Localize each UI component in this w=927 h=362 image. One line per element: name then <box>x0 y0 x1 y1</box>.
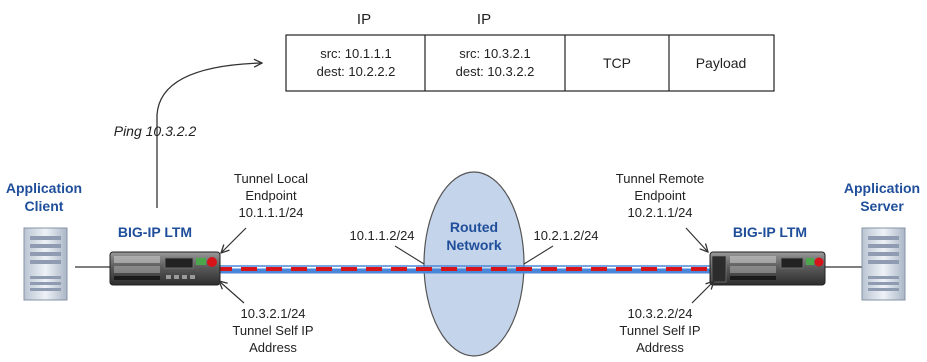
left-big-ip-appliance-icon <box>109 251 221 286</box>
right-ltm-label: BIG-IP LTM <box>733 224 807 240</box>
ping-label: Ping 10.3.2.2 <box>114 123 197 139</box>
right-self-ip-arrow <box>691 281 714 304</box>
left-interface-label: 10.1.1.2/24 <box>349 228 414 243</box>
left-self-ip-arrow <box>219 281 245 304</box>
routed-network-label-1: Routed <box>450 219 498 235</box>
left-self-ip-label-3: Address <box>249 340 297 355</box>
tunnel-remote-label-3: 10.2.1.1/24 <box>627 205 692 220</box>
ip-header-label-inner: IP <box>477 11 491 28</box>
left-interface-leader <box>394 245 425 265</box>
right-interface-label: 10.2.1.2/24 <box>533 228 598 243</box>
right-interface-leader <box>523 245 554 265</box>
right-self-ip-label-3: Address <box>636 340 684 355</box>
tcp-cell: TCP <box>603 55 631 71</box>
left-self-ip-label-2: Tunnel Self IP <box>232 323 313 338</box>
right-big-ip-appliance-icon <box>709 251 826 286</box>
packet-header-table: IP IP src: 10.1.1.1 dest: 10.2.2.2 src: … <box>285 11 775 92</box>
tunnel-local-label-1: Tunnel Local <box>234 171 308 186</box>
routed-network-icon <box>423 171 525 357</box>
client-server-icon <box>23 227 68 301</box>
left-ltm-label: BIG-IP LTM <box>118 224 192 240</box>
inner-ip-dest: dest: 10.3.2.2 <box>456 64 535 79</box>
payload-cell: Payload <box>696 55 747 71</box>
packet-outline <box>285 34 775 92</box>
server-label-2: Server <box>860 198 904 214</box>
client-label-2: Client <box>25 198 64 214</box>
tunnel-remote-arrow <box>685 227 708 252</box>
tunnel-local-arrow <box>221 227 247 253</box>
client-label-1: Application <box>6 180 82 196</box>
ping-arrow <box>156 63 262 208</box>
tunnel-local-label-3: 10.1.1.1/24 <box>238 205 303 220</box>
right-self-ip-label-2: Tunnel Self IP <box>619 323 700 338</box>
inner-ip-src: src: 10.3.2.1 <box>459 46 531 61</box>
routed-network-label-2: Network <box>446 237 501 253</box>
right-self-ip-label-1: 10.3.2.2/24 <box>627 306 692 321</box>
outer-ip-src: src: 10.1.1.1 <box>320 46 392 61</box>
server-label-1: Application <box>844 180 920 196</box>
tunnel-remote-label-1: Tunnel Remote <box>616 171 704 186</box>
application-server-icon <box>861 227 906 301</box>
tunnel-local-label-2: Endpoint <box>245 188 297 203</box>
left-self-ip-label-1: 10.3.2.1/24 <box>240 306 305 321</box>
ip-header-label-outer: IP <box>357 11 371 28</box>
tunnel-remote-label-2: Endpoint <box>634 188 686 203</box>
outer-ip-dest: dest: 10.2.2.2 <box>317 64 396 79</box>
